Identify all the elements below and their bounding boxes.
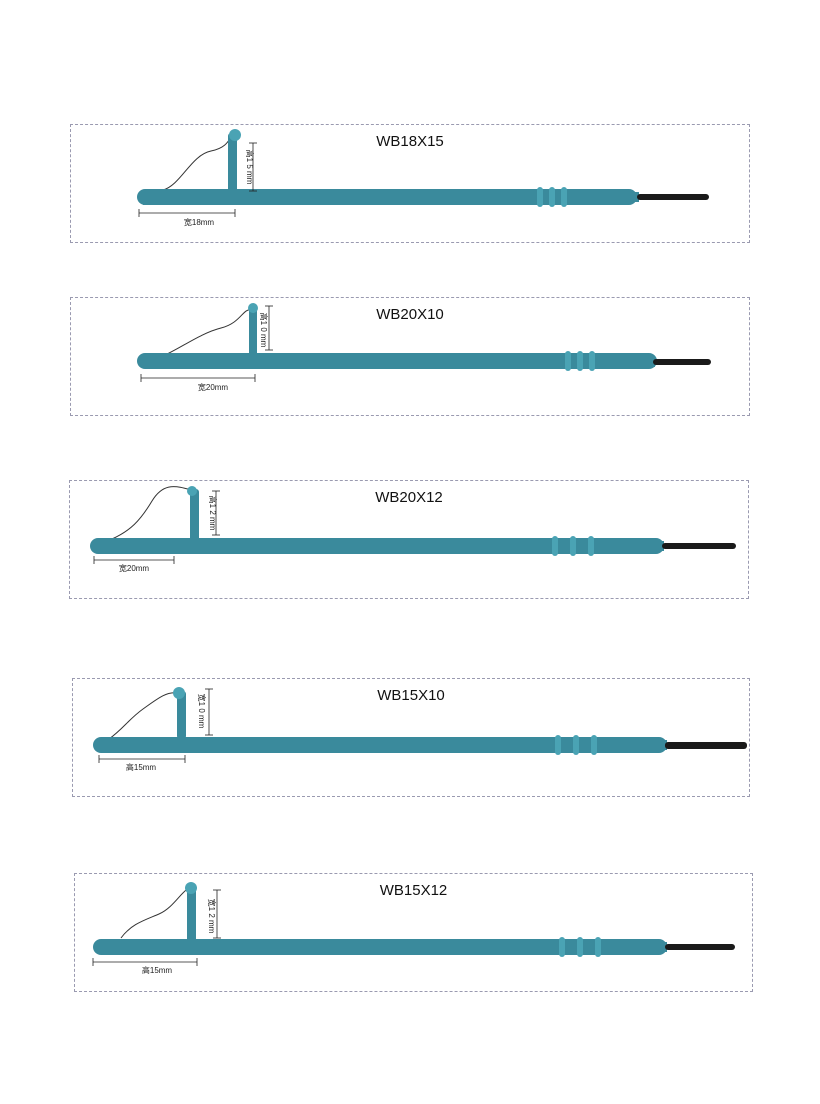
width-dimension-label: 高15mm: [126, 762, 157, 772]
electrode-probe-image: 高1 2 mm 宽20mm: [90, 486, 736, 573]
panel-title: WB18X15: [376, 133, 444, 150]
product-panel-4: WB15X10 宽1 0 mm 高15mm: [72, 678, 750, 797]
electrode-probe-image: 高1 5 mm 宽18mm: [137, 129, 709, 227]
product-panel-1: WB18X15 高1 5 mm 宽18mm: [70, 124, 750, 243]
width-dimension-label: 宽18mm: [184, 217, 215, 227]
panel-title: WB15X12: [379, 882, 448, 899]
product-panel-5: WB15X12 宽1 2 mm 高15mm: [74, 873, 753, 992]
electrode-probe-image: 高1 0 mm 宽20mm: [137, 303, 711, 392]
width-dimension-label: 宽20mm: [198, 382, 229, 392]
height-dimension-label: 高1 2 mm: [208, 496, 218, 531]
height-dimension-label: 宽1 0 mm: [197, 694, 207, 729]
width-dimension-label: 宽20mm: [119, 563, 150, 573]
panel-title: WB20X12: [375, 489, 443, 506]
height-dimension-label: 高1 0 mm: [259, 313, 269, 348]
panel-title: WB15X10: [377, 687, 445, 704]
width-dimension-label: 高15mm: [142, 965, 173, 975]
electrode-probe-image: 宽1 2 mm 高15mm: [92, 882, 735, 975]
product-panel-2: WB20X10 高1 0 mm 宽20mm: [70, 297, 750, 416]
height-dimension-label: 宽1 2 mm: [207, 899, 217, 934]
height-dimension-label: 高1 5 mm: [245, 150, 255, 185]
panel-title: WB20X10: [376, 306, 444, 323]
product-panel-3: WB20X12 高1 2 mm 宽20mm: [69, 480, 749, 599]
electrode-probe-image: 宽1 0 mm 高15mm: [93, 687, 747, 772]
